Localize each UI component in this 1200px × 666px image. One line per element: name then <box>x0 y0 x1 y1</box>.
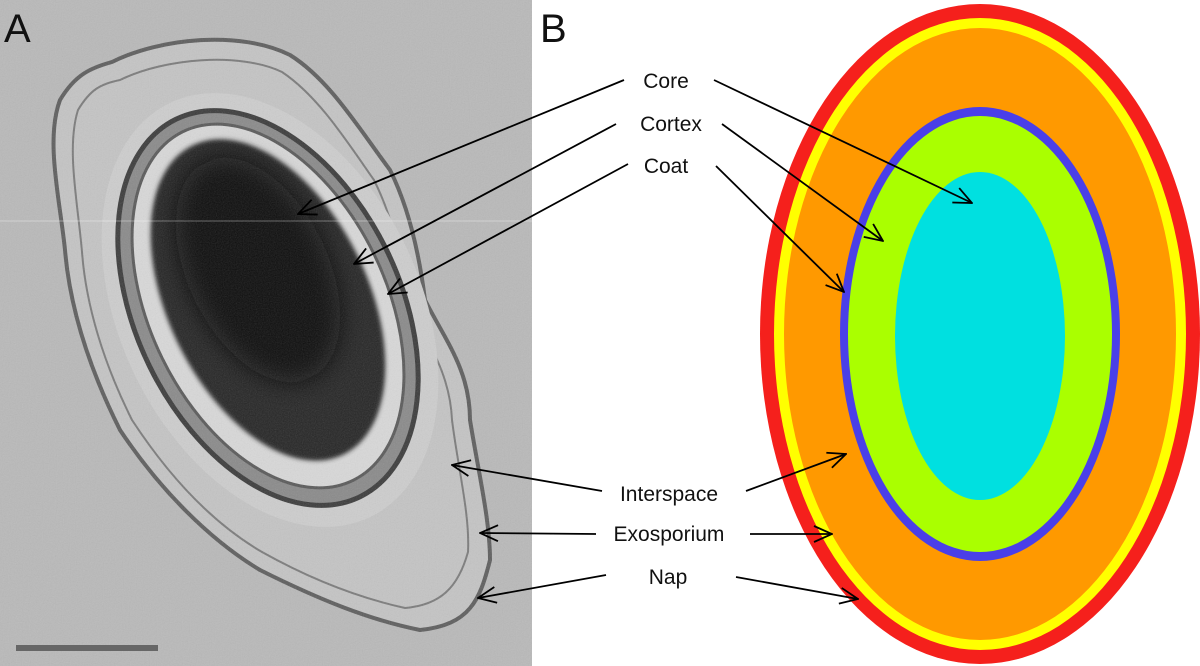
arrow-exosporium-to-micrograph <box>480 533 597 534</box>
micrograph-grain <box>0 0 532 666</box>
label-coat: Coat <box>644 155 689 178</box>
label-core: Core <box>643 70 689 93</box>
arrow-core-to-micrograph <box>298 79 625 214</box>
arrow-nap-to-micrograph <box>478 574 607 598</box>
panel-label-a: A <box>4 7 31 51</box>
scale-bar <box>16 645 158 651</box>
arrow-core-to-schematic <box>713 79 972 203</box>
arrow-coat-to-micrograph <box>388 163 629 294</box>
panel-label-b: B <box>540 7 567 51</box>
arrow-interspace-to-schematic <box>745 454 846 492</box>
leader-arrows <box>298 79 972 599</box>
label-cortex: Cortex <box>640 113 702 136</box>
spore-schematic <box>760 4 1200 664</box>
arrow-cortex-to-schematic <box>721 123 883 241</box>
arrow-nap-to-schematic <box>735 576 858 599</box>
core-layer <box>895 172 1065 500</box>
label-interspace: Interspace <box>620 483 718 506</box>
label-exosporium: Exosporium <box>614 523 725 546</box>
label-nap: Nap <box>649 566 688 589</box>
arrow-coat-to-schematic <box>715 165 844 292</box>
arrow-cortex-to-micrograph <box>354 123 617 264</box>
arrow-interspace-to-micrograph <box>452 465 603 492</box>
electron-micrograph <box>0 0 532 666</box>
